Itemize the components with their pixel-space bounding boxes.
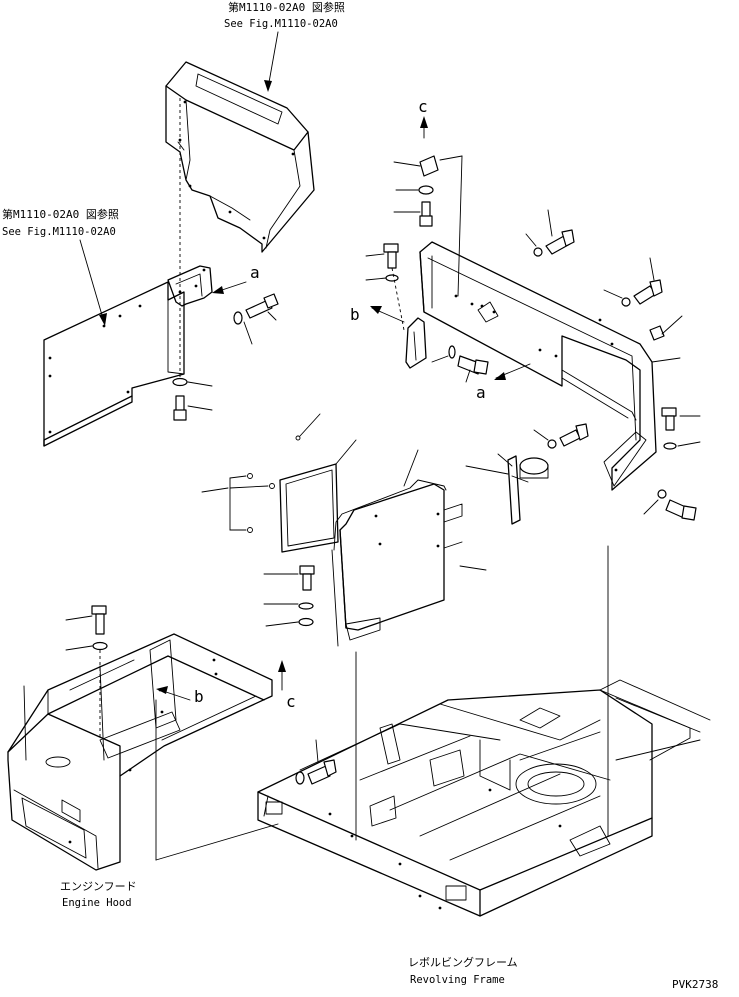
align-line-hood-bottom bbox=[155, 823, 279, 861]
marker-b-bottom: b bbox=[194, 687, 204, 706]
bolt-right-side-lower bbox=[643, 407, 701, 521]
clip-top bbox=[393, 155, 463, 297]
bolt-frame bbox=[295, 739, 337, 785]
marker-c-top: c bbox=[418, 97, 428, 116]
bolt-rear-right-top bbox=[525, 209, 575, 257]
bolt-rear-mid bbox=[431, 345, 489, 383]
revolving-frame bbox=[257, 679, 711, 917]
filter-screen bbox=[201, 413, 357, 553]
bolt-rear-right-mid bbox=[649, 315, 683, 363]
bolt-engine-hood bbox=[65, 605, 108, 740]
revolving-frame-label-jp: レボルビングフレーム bbox=[408, 955, 518, 969]
bolt-middle bbox=[263, 565, 315, 627]
ref-label-left-jp: 第M1110-02A0 図参照 bbox=[2, 207, 119, 221]
bolt-left-lower bbox=[172, 377, 213, 421]
marker-b-top-arrow bbox=[370, 306, 405, 323]
marker-a-left: a bbox=[250, 263, 260, 282]
left-bracket bbox=[167, 265, 213, 307]
engine-hood-label-jp: エンジンフード bbox=[60, 880, 137, 893]
bolt-rear-right-upper bbox=[603, 257, 663, 307]
marker-b-top: b bbox=[350, 305, 360, 324]
ref-label-top-en: See Fig.M1110-02A0 bbox=[224, 18, 338, 30]
drawing-code: PVK2738 bbox=[672, 978, 718, 991]
left-side-panel bbox=[43, 281, 185, 447]
engine-hood-label-en: Engine Hood bbox=[62, 897, 132, 909]
marker-c-bottom: c bbox=[286, 692, 296, 711]
marker-c-bottom-arrow bbox=[278, 660, 286, 691]
bolt-rear-left bbox=[365, 243, 405, 331]
marker-b-bottom-arrow bbox=[156, 686, 191, 701]
rear-cover-frame bbox=[419, 241, 657, 491]
side-door-panel bbox=[331, 449, 487, 647]
marker-c-top-arrow bbox=[420, 116, 428, 139]
marker-a-left-arrow bbox=[212, 281, 247, 294]
marker-a-right-arrow bbox=[494, 363, 531, 380]
revolving-frame-label-en: Revolving Frame bbox=[410, 974, 505, 986]
marker-a-right: a bbox=[476, 383, 486, 402]
ref-arrow-top bbox=[264, 31, 279, 92]
ref-label-top-jp: 第M1110-02A0 図参照 bbox=[228, 0, 345, 14]
bolt-left-panel bbox=[233, 293, 279, 345]
top-hood-cover bbox=[165, 61, 315, 253]
ref-arrow-left bbox=[79, 239, 107, 326]
ref-label-left-en: See Fig.M1110-02A0 bbox=[2, 226, 116, 238]
engine-hood bbox=[7, 633, 273, 871]
clamp-bracket bbox=[465, 423, 589, 525]
rear-left-bracket bbox=[405, 317, 427, 369]
